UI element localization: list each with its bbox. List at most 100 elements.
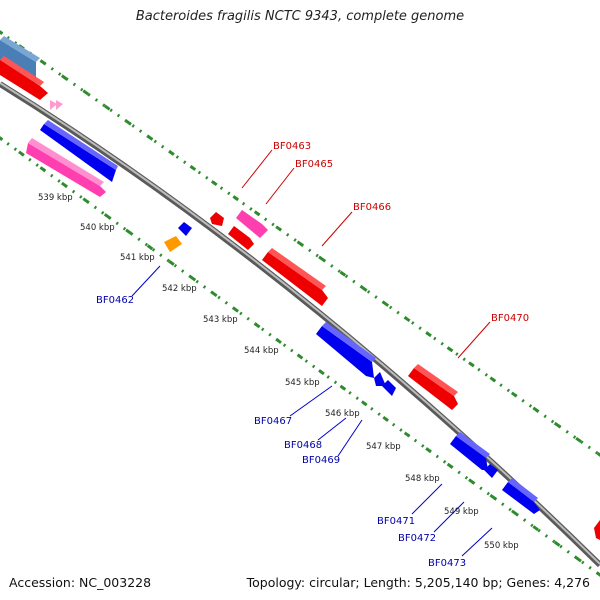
gene-label-bf0472: BF0472 bbox=[398, 533, 436, 544]
ring-tick bbox=[510, 391, 518, 398]
gene-label-bf0465: BF0465 bbox=[295, 159, 333, 170]
ring-tick bbox=[339, 384, 347, 391]
feature-pink-small bbox=[50, 100, 63, 110]
ring-tick bbox=[39, 59, 47, 66]
ring-tick bbox=[232, 195, 240, 202]
feature-bf0468 bbox=[374, 372, 386, 386]
ring-tick bbox=[468, 361, 475, 368]
ring-tick bbox=[468, 478, 475, 485]
ring-tick bbox=[82, 197, 89, 204]
leader-bf0469 bbox=[337, 419, 363, 457]
leader-bf0466 bbox=[321, 211, 353, 247]
ring-tick bbox=[361, 400, 368, 407]
ring-tick bbox=[403, 431, 411, 438]
ring-tick bbox=[232, 306, 239, 313]
gene-label-bf0466: BF0466 bbox=[353, 202, 391, 213]
genome-title: Bacteroides fragilis NCTC 9343, complete… bbox=[135, 9, 465, 24]
ring-tick bbox=[318, 255, 325, 262]
ring-tick bbox=[446, 462, 454, 469]
ring-tick bbox=[189, 164, 197, 171]
ring-tick bbox=[403, 316, 411, 323]
gene-label-bf0471: BF0471 bbox=[377, 516, 415, 527]
gene-label-bf0473: BF0473 bbox=[428, 558, 466, 569]
ring-tick bbox=[168, 149, 175, 156]
tick-label: 540 kbp bbox=[80, 223, 115, 233]
ring-tick bbox=[532, 406, 540, 413]
feature-bf0471 bbox=[450, 432, 490, 470]
tick-label: 545 kbp bbox=[285, 378, 320, 388]
ring-tick bbox=[596, 452, 600, 457]
gene-label-bf0470: BF0470 bbox=[491, 313, 529, 324]
ring-tick bbox=[596, 572, 600, 577]
feature-bf0470 bbox=[408, 364, 458, 410]
feature-red-topleft bbox=[0, 56, 48, 100]
gene-labels: BF0462 BF0463 BF0465 BF0466 BF0467 BF046… bbox=[96, 141, 529, 569]
gene-label-bf0463: BF0463 bbox=[273, 141, 311, 152]
ring-tick bbox=[425, 447, 432, 454]
tick-label: 541 kbp bbox=[120, 253, 155, 263]
ring-tick bbox=[211, 291, 218, 298]
tick-label: 546 kbp bbox=[325, 409, 360, 419]
outer-ring-ticks bbox=[0, 30, 600, 457]
ring-tick bbox=[60, 74, 68, 81]
ring-tick bbox=[360, 285, 368, 292]
tick-label: 543 kbp bbox=[203, 315, 238, 325]
ring-tick bbox=[0, 30, 4, 35]
ring-tick bbox=[146, 134, 154, 141]
ring-tick bbox=[296, 353, 304, 360]
leader-bf0471 bbox=[411, 483, 443, 515]
feature-bf0463 bbox=[210, 212, 224, 226]
gene-label-bf0468: BF0468 bbox=[284, 440, 322, 451]
ring-tick bbox=[511, 509, 518, 516]
feature-bf0472 bbox=[484, 464, 498, 478]
ring-tick bbox=[489, 376, 497, 383]
tick-label: 542 kbp bbox=[162, 284, 197, 294]
ring-tick bbox=[253, 322, 261, 329]
gene-label-bf0467: BF0467 bbox=[254, 416, 292, 427]
tick-label: 539 kbp bbox=[38, 193, 73, 203]
ring-tick bbox=[296, 240, 304, 247]
feature-bf0465 bbox=[236, 210, 268, 238]
leader-bf0473 bbox=[461, 527, 493, 557]
feature-bf0469 bbox=[382, 380, 396, 396]
feature-bf0467 bbox=[316, 322, 376, 378]
feature-blue-539 bbox=[40, 120, 118, 182]
ring-tick bbox=[575, 556, 582, 563]
ring-tick bbox=[39, 166, 47, 173]
ring-tick bbox=[446, 346, 454, 353]
leader-bf0465 bbox=[265, 167, 295, 205]
ring-tick bbox=[253, 210, 261, 217]
ring-tick bbox=[553, 540, 561, 547]
ring-tick bbox=[189, 275, 197, 282]
ring-tick bbox=[318, 369, 325, 376]
topology-text: Topology: circular; Length: 5,205,140 bp… bbox=[246, 575, 590, 590]
tick-label: 547 kbp bbox=[366, 442, 401, 452]
accession-text: Accession: NC_003228 bbox=[9, 575, 152, 590]
tick-label: 550 kbp bbox=[484, 541, 519, 551]
ring-tick bbox=[18, 150, 25, 157]
gene-label-bf0469: BF0469 bbox=[302, 455, 340, 466]
feature-pink-large bbox=[26, 138, 106, 197]
ring-tick bbox=[425, 331, 432, 338]
feature-bf0462 bbox=[178, 222, 192, 236]
tick-label: 544 kbp bbox=[244, 346, 279, 356]
feature-bf0466 bbox=[262, 248, 328, 306]
leader-bf0470 bbox=[457, 321, 491, 359]
ring-tick bbox=[532, 525, 539, 532]
gene-label-leaders bbox=[131, 149, 493, 557]
kbp-tick-labels: 539 kbp 540 kbp 541 kbp 542 kbp 543 kbp … bbox=[38, 193, 519, 551]
ring-tick bbox=[125, 228, 132, 235]
tick-label: 549 kbp bbox=[444, 507, 479, 517]
leader-bf0462 bbox=[131, 265, 161, 297]
gene-features bbox=[0, 36, 600, 540]
gene-label-bf0462: BF0462 bbox=[96, 295, 134, 306]
ring-tick bbox=[82, 89, 90, 96]
leader-bf0468 bbox=[317, 417, 347, 441]
ring-tick bbox=[382, 300, 390, 307]
ring-tick bbox=[275, 337, 282, 344]
ring-tick bbox=[146, 244, 154, 251]
ring-tick bbox=[103, 213, 111, 220]
tick-label: 548 kbp bbox=[405, 474, 440, 484]
ring-tick bbox=[103, 104, 111, 111]
ring-tick bbox=[575, 436, 582, 443]
